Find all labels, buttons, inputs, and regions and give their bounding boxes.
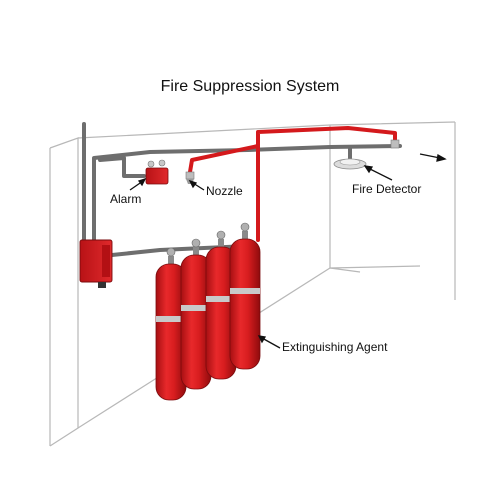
- red-pipe-network: [188, 126, 397, 242]
- extinguishing-cylinders: [155, 222, 261, 401]
- cylinder: [229, 222, 261, 370]
- diagram-title: Fire Suppression System: [160, 78, 340, 95]
- alarm-device: [145, 159, 169, 185]
- label-extinguishing-agent: Extinguishing Agent: [282, 340, 388, 354]
- label-alarm: Alarm: [110, 192, 142, 206]
- control-panel: [79, 239, 113, 288]
- fire-detector: [333, 150, 367, 170]
- cylinder: [205, 230, 237, 380]
- label-fire-detector: Fire Detector: [352, 182, 422, 196]
- label-arrows: [129, 153, 447, 349]
- wall-nozzle: [390, 139, 400, 149]
- cylinder: [155, 247, 187, 401]
- label-nozzle: Nozzle: [206, 184, 243, 198]
